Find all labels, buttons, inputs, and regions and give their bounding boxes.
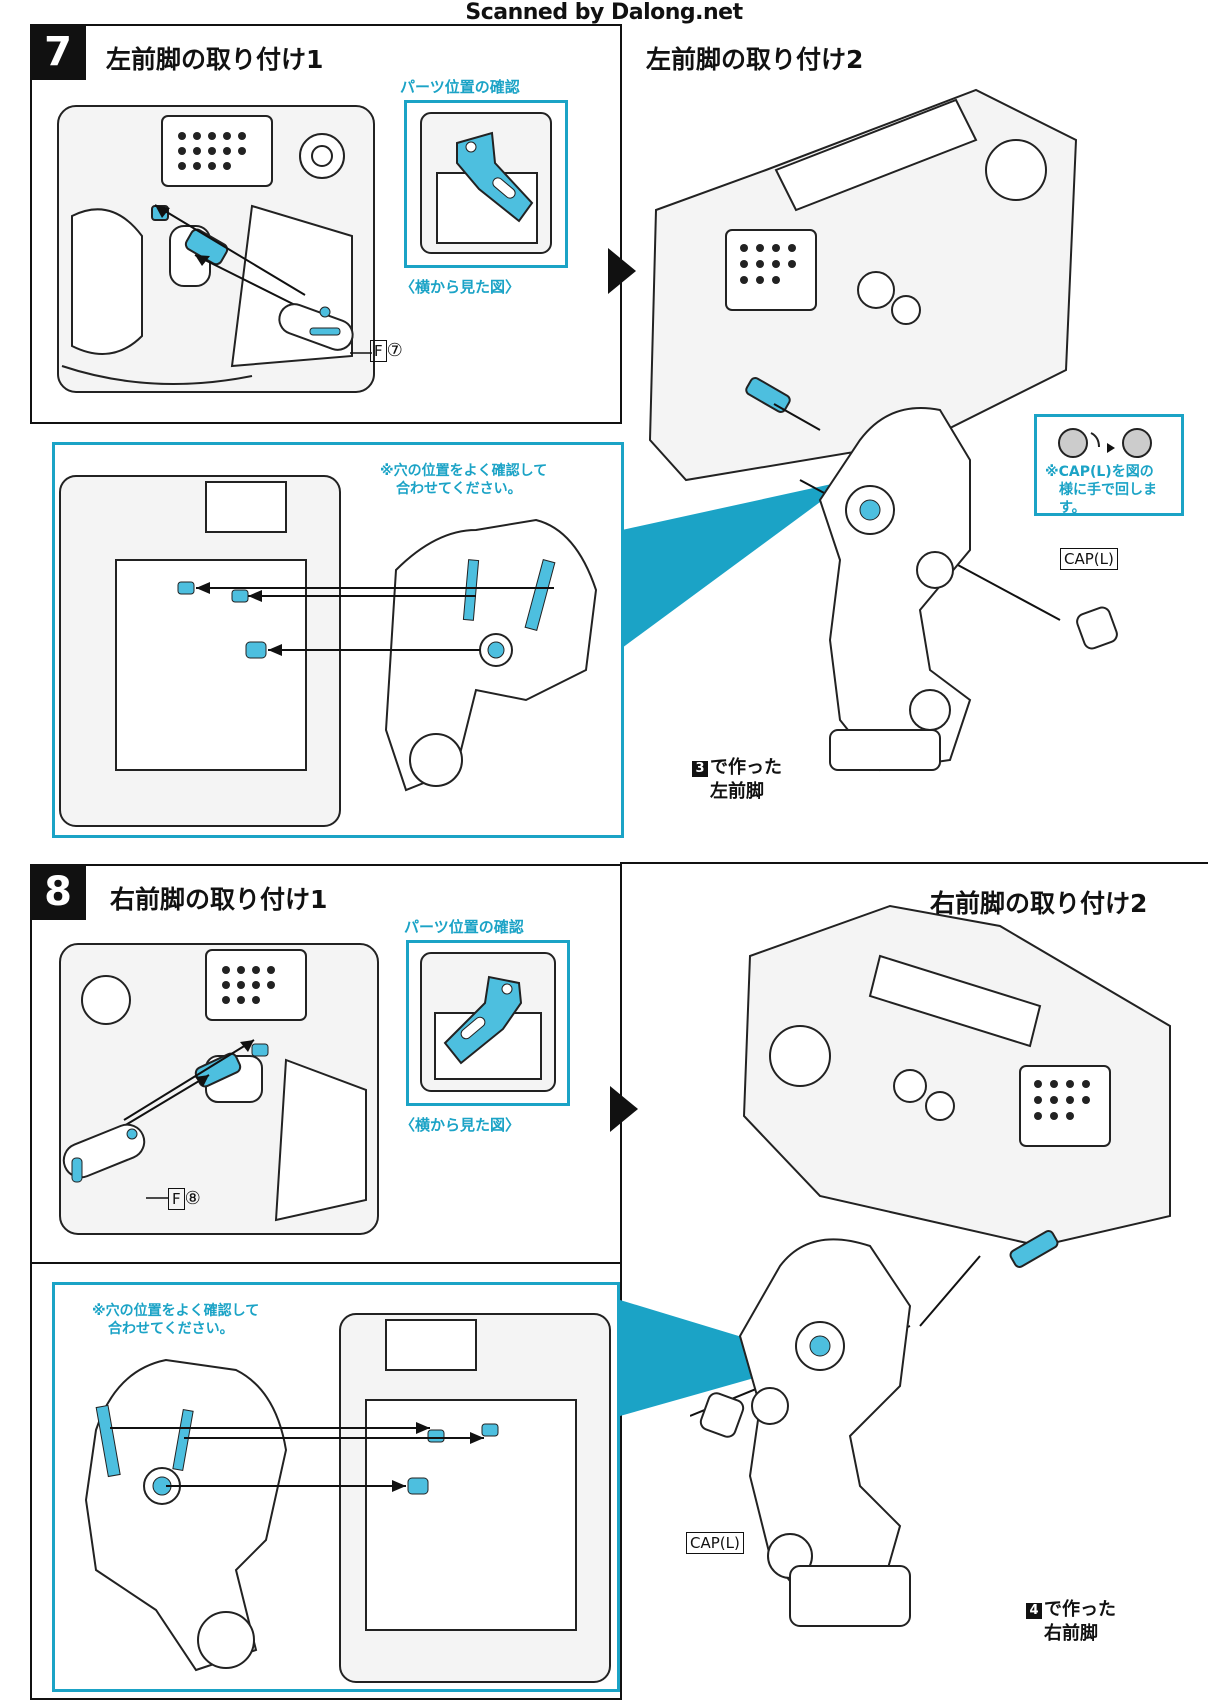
step-8-hole-note-line-2: 合わせてください。	[108, 1321, 234, 1337]
step-8-machine-illustration-2	[742, 904, 1171, 1248]
step-8-parts-check-frame	[406, 940, 570, 1106]
step-7-machine-illustration-2	[648, 88, 1078, 482]
step-7-cap-note-line-2: 様に手で回します。	[1059, 482, 1157, 516]
step-7-leg-illustration	[773, 403, 1118, 772]
step-8-part-f8-illustration	[62, 1039, 255, 1199]
step-7-parts-check-frame	[404, 100, 568, 268]
step-8-made-in-text: で作った	[1044, 1599, 1116, 1620]
step-7-hole-note: ※穴の位置をよく確認して 合わせてください。	[380, 462, 547, 498]
step-7-detail-illustration	[59, 475, 598, 827]
step-7-made-in-number: 3	[692, 761, 708, 777]
step-7-cap-note: ※CAP(L)を図の 様に手で回します。	[1037, 463, 1181, 517]
step-8-panel-2	[30, 1262, 622, 1700]
step-7-badge: 7	[30, 24, 86, 80]
step-8-parts-check-label: パーツ位置の確認	[404, 918, 524, 936]
step-8-leg-illustration	[690, 1230, 1059, 1627]
step-7-part-letter: F	[370, 340, 387, 362]
step-8-badge: 8	[30, 864, 86, 920]
step-8-hole-note: ※穴の位置をよく確認して 合わせてください。	[92, 1302, 259, 1338]
step-7-side-view-label: 〈横から見た図〉	[400, 278, 521, 296]
step-8-cap-label: CAP(L)	[686, 1532, 744, 1554]
step-8-made-in-number: 4	[1026, 1603, 1042, 1619]
step-7-hole-note-line-2: 合わせてください。	[396, 481, 522, 497]
step-8-hole-note-line-1: ※穴の位置をよく確認して	[92, 1303, 260, 1319]
step-7-connector-shape	[622, 480, 850, 648]
step-8-title-1: 右前脚の取り付け1	[110, 885, 328, 914]
step-8-parts-check-illustration	[420, 952, 556, 1092]
step-7-made-in-part: 左前脚	[710, 781, 764, 802]
step-8-panel-1	[30, 864, 622, 1264]
step-8-detail-illustration	[84, 1313, 611, 1683]
step-7-parts-check-label: パーツ位置の確認	[400, 78, 520, 96]
step-8-arrow-icon	[610, 1086, 638, 1132]
step-8-connector-shape	[620, 1300, 818, 1416]
step-7-hole-note-line-1: ※穴の位置をよく確認して	[380, 463, 548, 479]
step-8-title-2: 右前脚の取り付け2	[930, 889, 1148, 918]
step-7-part-number: ⑦	[386, 340, 403, 361]
step-7-cap-rotate-icon	[1058, 428, 1152, 458]
step-7-panel-1	[30, 24, 622, 424]
step-8-machine-illustration-1	[59, 943, 379, 1235]
step-8-part-letter: F	[168, 1188, 185, 1210]
step-8-part-number: ⑧	[184, 1188, 201, 1209]
step-7-cap-note-box: ※CAP(L)を図の 様に手で回します。	[1034, 414, 1184, 516]
step-divider	[620, 862, 1208, 864]
step-8-side-view-label: 〈横から見た図〉	[400, 1116, 521, 1134]
step-7-arrow-icon	[608, 248, 636, 294]
step-7-part-f7-illustration	[154, 204, 372, 354]
step-7-cap-label: CAP(L)	[1060, 548, 1118, 570]
watermark: Scanned by Dalong.net	[465, 0, 743, 25]
step-7-title-2: 左前脚の取り付け2	[646, 45, 864, 74]
step-7-parts-check-illustration	[420, 112, 552, 254]
step-8-made-in-part: 右前脚	[1044, 1623, 1098, 1644]
step-7-made-in-text: で作った	[710, 757, 782, 778]
step-7-cap-note-line-1: ※CAP(L)を図の	[1045, 464, 1154, 480]
step-7-title-1: 左前脚の取り付け1	[106, 45, 324, 74]
step-8-cap-label-text: CAP(L)	[686, 1532, 744, 1554]
step-7-cap-label-text: CAP(L)	[1060, 548, 1118, 570]
